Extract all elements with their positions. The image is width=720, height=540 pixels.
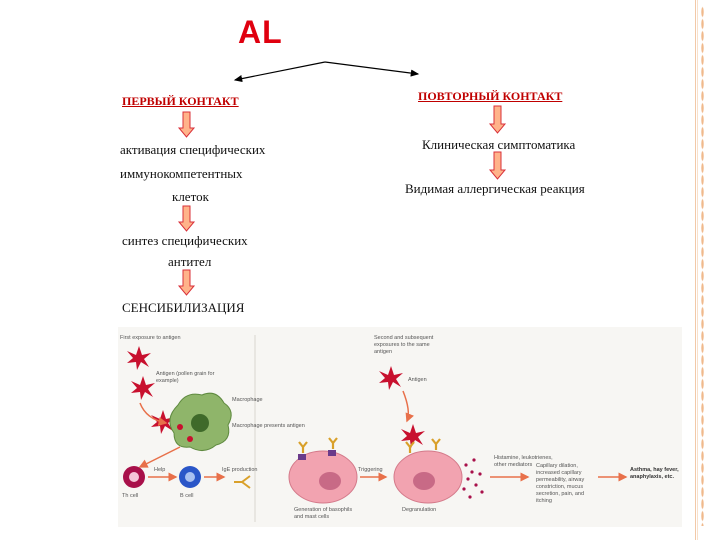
down-arrow-icon — [177, 111, 196, 138]
allergy-mechanism-figure: First exposure to antigen Second and sub… — [118, 327, 682, 527]
step-clinical-symptoms: Клиническая симптоматика — [422, 137, 576, 152]
degranulating-mast-cell-icon — [393, 438, 484, 504]
slide-border-line-inner — [697, 0, 698, 540]
macrophage-icon — [169, 392, 232, 451]
down-arrow-icon — [177, 269, 196, 296]
caption-help: Help — [154, 467, 166, 473]
slide-border-line — [695, 0, 696, 540]
step-activation-line3: клеток — [172, 189, 209, 204]
step-sensitization: СЕНСИБИЛИЗАЦИЯ — [122, 300, 245, 315]
caption-macrophage: Macrophage — [232, 397, 263, 403]
caption-generation: Generation of basophils and mast cells — [294, 507, 353, 520]
antigen-icon — [127, 346, 175, 434]
caption-ige: IgE production — [222, 467, 258, 473]
slide-border-dots — [701, 6, 704, 526]
caption-degranulation: Degranulation — [402, 507, 437, 513]
caption-second-exposure: Second and subsequent exposures to the s… — [374, 335, 434, 355]
caption-macrophage-presents: Macrophage presents antigen — [232, 423, 305, 429]
step-synthesis-line1: синтез специфических — [122, 233, 248, 248]
down-arrow-icon — [488, 151, 507, 180]
caption-b-cell: B cell — [180, 493, 194, 499]
step-activation-line2: иммунокомпетентных — [120, 166, 243, 181]
step-activation-line1: активация специфических — [120, 142, 266, 157]
repeat-contact-header: ПОВТОРНЫЙ КОНТАКТ — [418, 89, 563, 103]
ige-antibody-icon — [234, 475, 251, 489]
antigen-icon — [379, 366, 425, 448]
slide-title: AL — [238, 14, 283, 50]
caption-histamine: Histamine, leukotrienes, other mediators — [494, 455, 553, 468]
caption-antigen-left: Antigen (pollen grain for example) — [156, 371, 215, 384]
figure-artwork — [123, 335, 628, 522]
step-synthesis-line2: антител — [168, 254, 212, 269]
branch-line-left — [233, 61, 326, 83]
down-arrow-icon — [177, 205, 196, 232]
down-arrow-icon — [488, 105, 507, 134]
first-contact-header: ПЕРВЫЙ КОНТАКТ — [122, 94, 239, 108]
caption-first-exposure: First exposure to antigen — [120, 335, 181, 341]
mast-cell-icon — [288, 437, 358, 504]
caption-triggering: Triggering — [358, 467, 383, 473]
caption-effects: Capillary dilation, increased capillary … — [536, 463, 585, 504]
flow-connectors — [177, 61, 507, 296]
caption-antigen-right: Antigen — [408, 377, 427, 383]
step-allergic-reaction: Видимая аллергическая реакция — [405, 181, 585, 196]
branch-line-right — [324, 61, 420, 77]
caption-th-cell: Th cell — [122, 493, 139, 499]
caption-outcome: Asthma, hay fever, anaphylaxis, etc. — [630, 467, 679, 480]
